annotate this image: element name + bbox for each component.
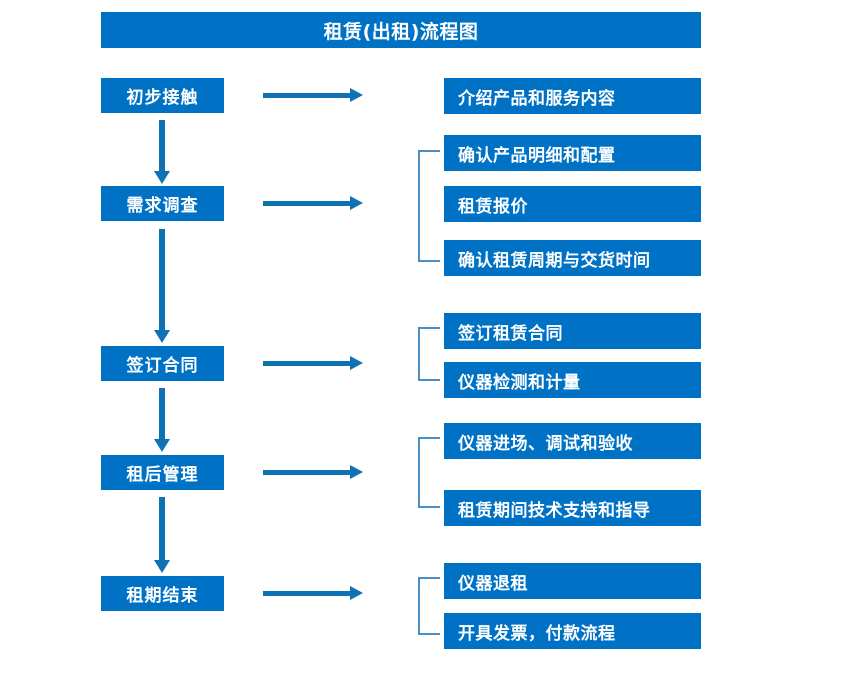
detail-box-4-2[interactable]: 租赁期间技术支持和指导: [444, 490, 701, 526]
group-bracket-stage-3: [418, 327, 440, 381]
detail-box-3-2[interactable]: 仪器检测和计量: [444, 362, 701, 398]
arrow-shaft: [159, 229, 165, 330]
arrow-head-down-icon: [154, 171, 170, 184]
arrow-head-down-icon: [154, 439, 170, 452]
arrow-shaft: [263, 361, 351, 366]
arrow-head-right-icon: [350, 88, 363, 102]
arrow-shaft: [159, 120, 165, 171]
arrow-head-right-icon: [350, 586, 363, 600]
arrow-head-right-icon: [350, 356, 363, 370]
arrow-head-right-icon: [350, 196, 363, 210]
detail-box-4-1[interactable]: 仪器进场、调试和验收: [444, 423, 701, 459]
stage-box-3[interactable]: 签订合同: [101, 346, 224, 381]
stage-box-1[interactable]: 初步接触: [101, 78, 224, 113]
arrow-shaft: [263, 93, 351, 98]
arrow-shaft: [159, 497, 165, 560]
arrow-head-down-icon: [154, 330, 170, 343]
arrow-head-down-icon: [154, 560, 170, 573]
vertical-arrow-stage3-to-stage4: [154, 388, 170, 452]
stage-box-5[interactable]: 租期结束: [101, 576, 224, 611]
vertical-arrow-stage2-to-stage3: [154, 229, 170, 343]
detail-box-5-2[interactable]: 开具发票，付款流程: [444, 613, 701, 649]
detail-box-3-1[interactable]: 签订租赁合同: [444, 313, 701, 349]
stage-box-2[interactable]: 需求调查: [101, 186, 224, 221]
stage-box-4[interactable]: 租后管理: [101, 455, 224, 490]
detail-box-5-1[interactable]: 仪器退租: [444, 563, 701, 599]
horizontal-arrow-stage-3: [263, 356, 363, 370]
horizontal-arrow-stage-5: [263, 586, 363, 600]
page-title: 租赁(出租)流程图: [101, 12, 701, 48]
vertical-arrow-stage1-to-stage2: [154, 120, 170, 184]
arrow-shaft: [263, 201, 351, 206]
detail-box-1-1[interactable]: 介绍产品和服务内容: [444, 78, 701, 114]
horizontal-arrow-stage-1: [263, 88, 363, 102]
arrow-head-right-icon: [350, 465, 363, 479]
group-bracket-stage-5: [418, 577, 440, 635]
horizontal-arrow-stage-4: [263, 465, 363, 479]
arrow-shaft: [263, 591, 351, 596]
detail-box-2-1[interactable]: 确认产品明细和配置: [444, 135, 701, 171]
arrow-shaft: [263, 470, 351, 475]
detail-box-2-2[interactable]: 租赁报价: [444, 186, 701, 222]
group-bracket-stage-2: [418, 150, 440, 262]
detail-box-2-3[interactable]: 确认租赁周期与交货时间: [444, 240, 701, 276]
horizontal-arrow-stage-2: [263, 196, 363, 210]
arrow-shaft: [159, 388, 165, 439]
group-bracket-stage-4: [418, 437, 440, 508]
vertical-arrow-stage4-to-stage5: [154, 497, 170, 573]
